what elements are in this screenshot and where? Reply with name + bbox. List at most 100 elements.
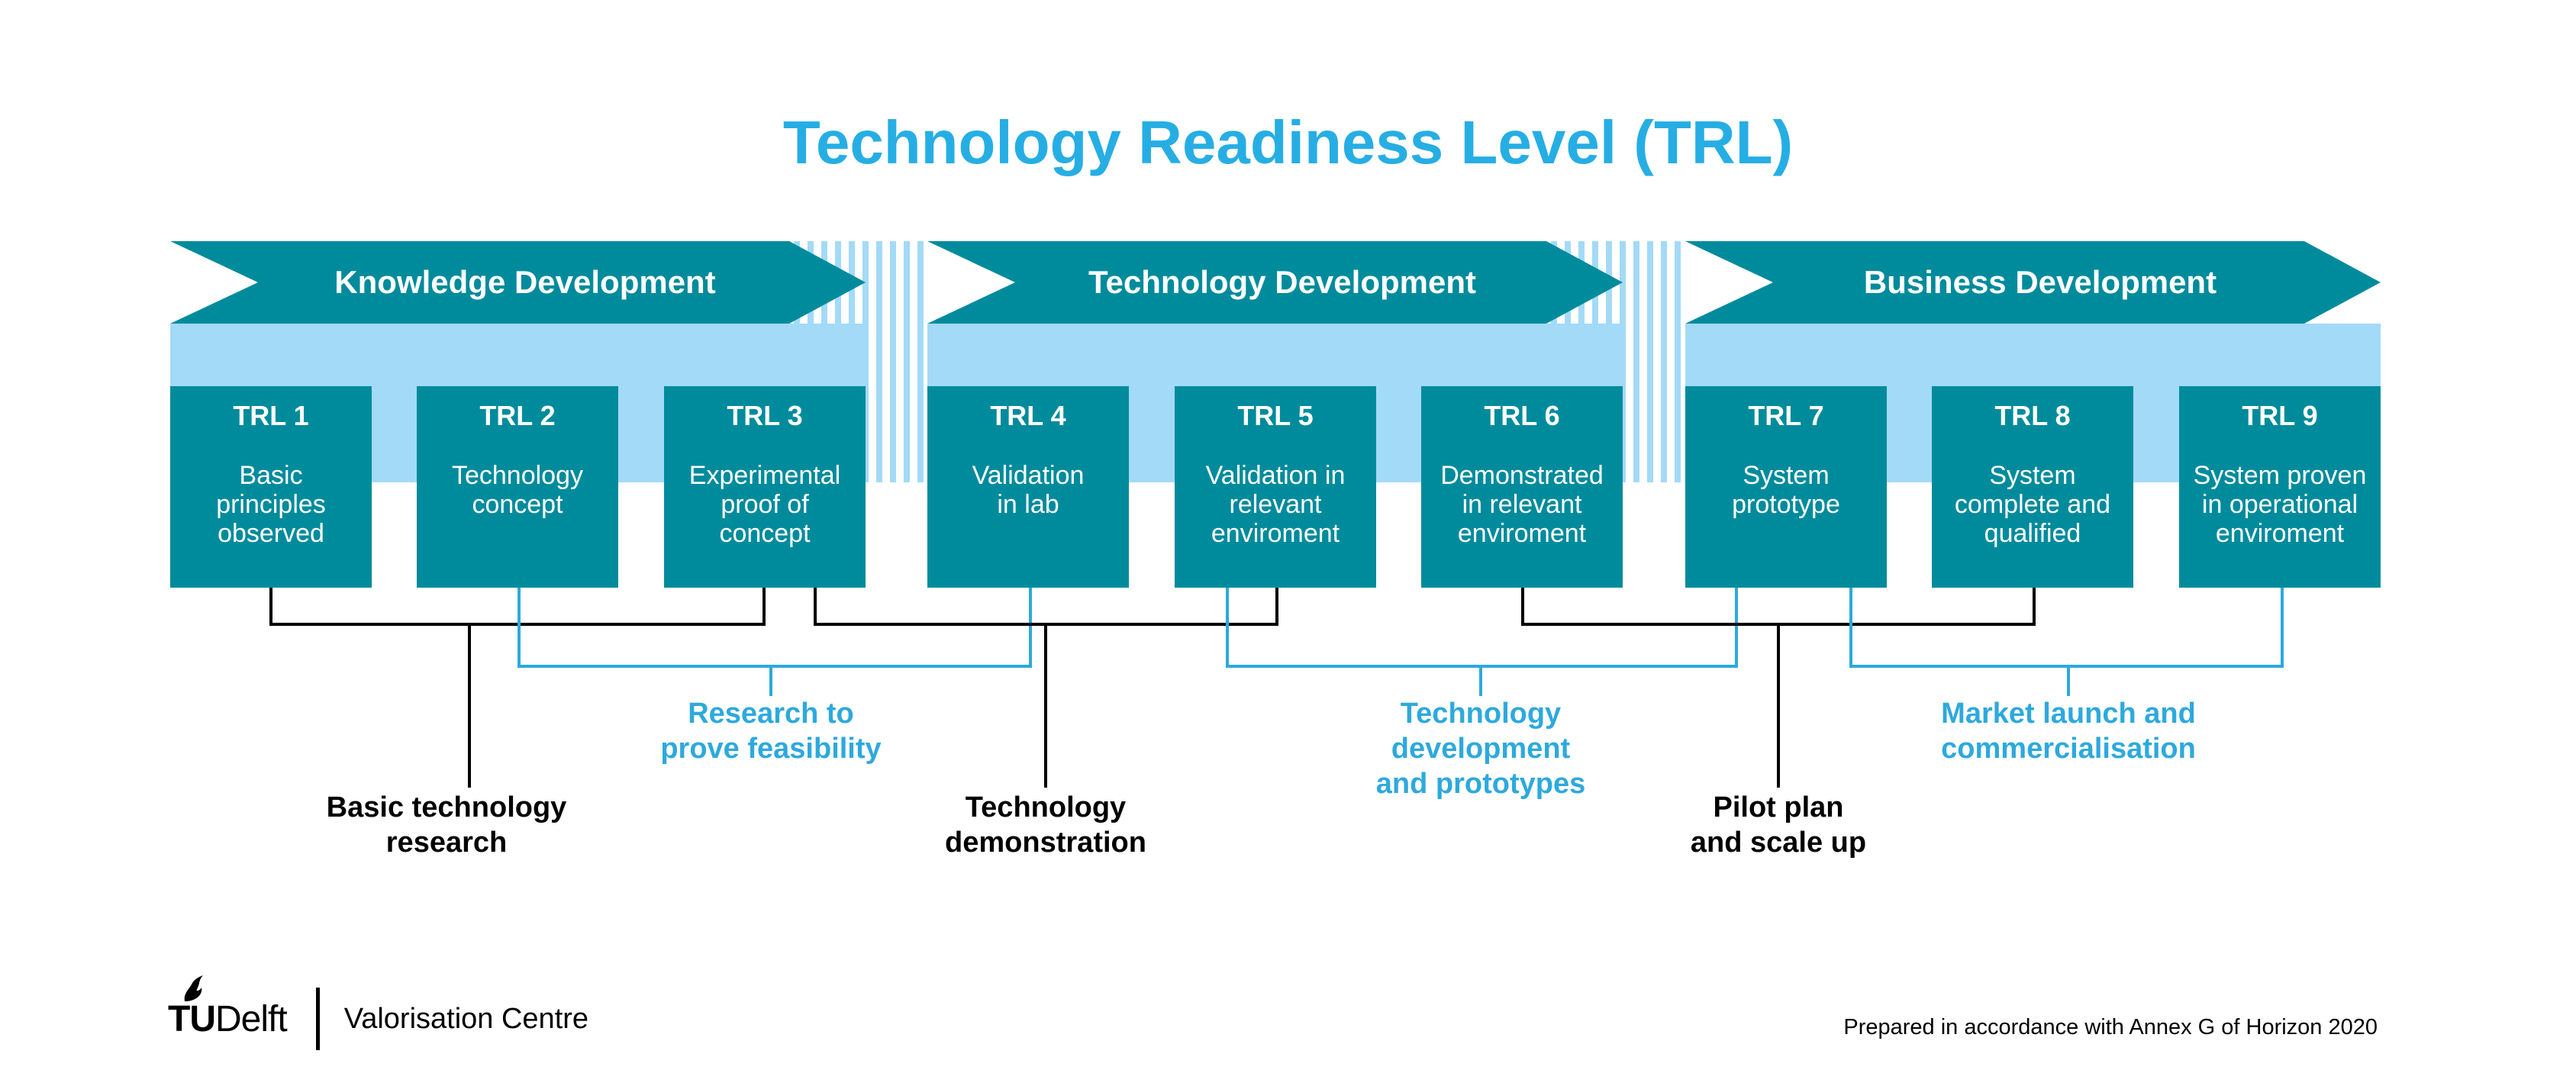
trl-description-line: System proven xyxy=(2194,461,2367,490)
grouping-connector xyxy=(1226,588,1738,696)
trl-box-bg xyxy=(1932,386,2133,588)
logo-divider xyxy=(315,988,320,1050)
stripe xyxy=(1606,241,1612,482)
page-title: Technology Readiness Level (TRL) xyxy=(782,108,1794,176)
grouping-label: Basic technology research xyxy=(327,791,567,859)
connector-path xyxy=(814,588,1278,788)
trl-box-bg xyxy=(664,386,866,588)
phase-arrow-shape xyxy=(170,241,866,324)
trl-id: TRL 2 xyxy=(479,400,555,431)
trl-box-bg xyxy=(170,386,372,588)
stripe xyxy=(876,241,882,482)
trl-description-line: in lab xyxy=(997,490,1059,519)
logo-wordmark: TUDelft xyxy=(168,975,288,1040)
grouping-connectors xyxy=(269,588,2284,788)
stripe xyxy=(862,241,869,482)
grouping-connector xyxy=(1521,588,2036,788)
grouping-labels: Basic technology research Research toprove… xyxy=(327,698,2196,859)
connector-path xyxy=(1849,588,2284,696)
trl-description-line: relevant xyxy=(1230,490,1323,519)
trl-id: TRL 1 xyxy=(233,400,308,431)
logo-text-bold: TU xyxy=(168,998,216,1039)
phase-label: Knowledge Development xyxy=(334,264,715,300)
trl-description-line: enviroment xyxy=(1211,519,1340,548)
tudelft-logo: TUDelft Valorisation Centre xyxy=(168,975,588,1053)
grouping-connector xyxy=(814,588,1278,788)
grouping-label-line: Basic technology xyxy=(327,791,567,823)
trl-description-line: principles xyxy=(216,490,326,519)
trl-description-line: Experimental xyxy=(689,461,840,490)
trl-description-line: in operational xyxy=(2202,490,2358,519)
trl-id: TRL 8 xyxy=(1994,400,2070,431)
trl-box-bg xyxy=(1685,386,1887,588)
trl-id: TRL 9 xyxy=(2242,400,2317,431)
stripe xyxy=(1592,241,1598,482)
phase-arrow-shape xyxy=(1685,241,2381,324)
trl-box-bg xyxy=(1175,386,1376,588)
phase-arrow: Knowledge Development xyxy=(170,241,866,324)
trl-description-line: System xyxy=(1743,461,1829,490)
grouping-label-line: Research to xyxy=(688,698,854,730)
trl-description-line: Validation in xyxy=(1206,461,1346,490)
logo-text-regular: Delft xyxy=(214,998,288,1039)
trl-description-line: Technology xyxy=(452,461,583,490)
connector-path xyxy=(1226,588,1738,696)
trl-id: TRL 4 xyxy=(990,400,1066,431)
grouping-connector xyxy=(1849,588,2284,696)
grouping-label-line: and scale up xyxy=(1691,827,1866,859)
trl-box-bg xyxy=(2179,386,2381,588)
stripe xyxy=(808,241,814,482)
trl-description-line: qualified xyxy=(1984,519,2081,548)
stripe xyxy=(835,241,841,482)
grouping-label-line: commercialisation xyxy=(1941,733,2196,765)
trl-description-line: in relevant xyxy=(1462,490,1582,519)
trl-id: TRL 7 xyxy=(1748,400,1823,431)
grouping-label-line: Market launch and xyxy=(1941,698,2196,730)
trl-box-bg xyxy=(1421,386,1623,588)
stripe xyxy=(917,241,924,482)
stripe xyxy=(849,241,855,482)
stripe xyxy=(1661,241,1667,482)
stripe xyxy=(1675,241,1681,482)
flame-icon xyxy=(184,975,203,1001)
trl-description-line: prototype xyxy=(1732,490,1840,519)
stripe xyxy=(1565,241,1571,482)
phase-transition-stripes xyxy=(794,241,924,482)
connector-path xyxy=(1521,588,2036,788)
grouping-label-line: research xyxy=(386,827,507,859)
phase-arrow: Business Development xyxy=(1685,241,2381,324)
phase-arrow-shape xyxy=(927,241,1623,324)
grouping-label-line: development xyxy=(1391,733,1571,765)
trl-box-bg xyxy=(927,386,1129,588)
trl-description-line: System xyxy=(1989,461,2075,490)
trl-description-line: Basic xyxy=(239,461,302,490)
grouping-label-line: Technology xyxy=(1401,698,1561,730)
stripe xyxy=(821,241,827,482)
phase-label: Technology Development xyxy=(1088,264,1476,300)
transition-stripes xyxy=(794,241,1681,482)
trl-description-line: Demonstrated xyxy=(1440,461,1604,490)
phase-label: Business Development xyxy=(1864,264,2217,300)
grouping-label-line: Technology xyxy=(966,791,1126,823)
grouping-label-line: and prototypes xyxy=(1376,768,1585,800)
stripe xyxy=(1578,241,1585,482)
trl-description-line: proof of xyxy=(721,490,809,519)
trl-box-bg xyxy=(417,386,618,588)
stripe xyxy=(904,241,910,482)
grouping-label-line: Pilot plan xyxy=(1714,791,1844,823)
trl-id: TRL 6 xyxy=(1484,400,1559,431)
